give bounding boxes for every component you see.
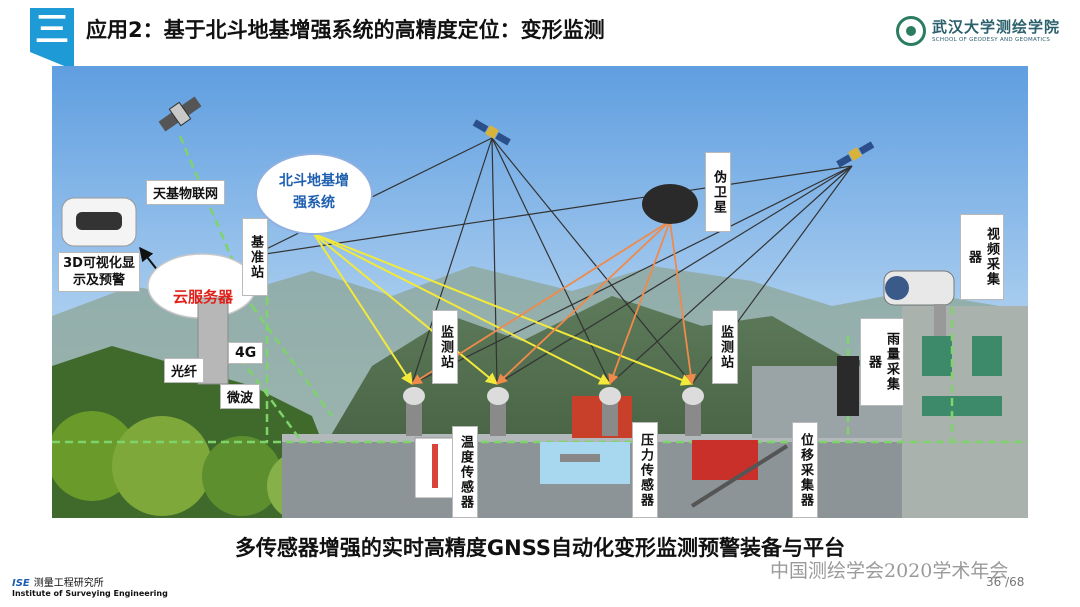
displacement-rod: [690, 444, 789, 508]
university-logo: 武汉大学测绘学院 SCHOOL OF GEODESY AND GEOMATICS: [896, 16, 1066, 50]
augmentation-links: [313, 233, 694, 386]
logo-text-en: SCHOOL OF GEODESY AND GEOMATICS: [932, 37, 1051, 43]
displacement-sensor-icon: [692, 440, 758, 480]
institute-name-en: Institute of Surveying Engineering: [12, 589, 168, 598]
label-temp-sensor: 温度传感器: [452, 426, 478, 518]
ise-logo: ISE: [12, 578, 30, 589]
label-tianji: 天基物联网: [146, 180, 226, 205]
rain-gauge-icon: [837, 356, 859, 416]
label-video: 视频采集器: [960, 214, 1004, 300]
tree: [112, 416, 212, 516]
beidou-cloud-label: 北斗地基增强系统: [279, 173, 349, 211]
building-window: [922, 336, 952, 376]
label-fiber: 光纤: [164, 358, 205, 383]
building-window: [922, 396, 1002, 416]
building-window: [972, 336, 1002, 376]
video-camera-icon: [883, 270, 955, 336]
satellite-links: [251, 137, 853, 385]
sat-link-green: [178, 135, 254, 307]
logo-text-cn: 武汉大学测绘学院: [932, 18, 1061, 36]
vr-lens: [76, 212, 122, 230]
fiber-link-green: [250, 305, 334, 417]
monitoring-diagram: 北斗地基增强系统 云服务器 天基物联网 3D可视化显示及预警 基准站 伪卫星 视…: [52, 66, 1028, 518]
pseudolite-antenna-icon: [642, 184, 698, 224]
label-3d-viz: 3D可视化显示及预警: [58, 252, 140, 292]
conference-watermark: 中国测绘学会2020学术年会: [770, 560, 1009, 582]
pressure-sensor-icon: [540, 442, 630, 484]
thermometer-mercury: [432, 444, 438, 488]
pressure-sensor-probe: [560, 454, 600, 462]
tree: [202, 436, 282, 516]
label-pressure-sensor: 压力传感器: [632, 422, 658, 518]
gnss-antennas: [403, 387, 704, 405]
label-rain: 雨量采集器: [860, 318, 904, 406]
satellite-icon: [836, 141, 875, 168]
server-cloud-label: 云服务器: [172, 288, 233, 306]
diagram-caption: 多传感器增强的实时高精度GNSS自动化变形监测预警装备与平台: [234, 536, 846, 560]
label-4g: 4G: [228, 342, 264, 364]
label-monitor-station: 监测站: [432, 310, 458, 384]
section-badge: 三: [30, 8, 74, 70]
beidou-cloud-icon: [255, 153, 373, 235]
label-microwave: 微波: [220, 384, 261, 409]
label-displacement-sensor: 位移采集器: [792, 422, 818, 518]
label-monitor-station: 监测站: [712, 310, 738, 384]
page-title: 应用2：基于北斗地基增强系统的高精度定位：变形监测: [86, 18, 605, 42]
seal-icon: [896, 16, 926, 46]
label-base-station: 基准站: [242, 218, 268, 296]
label-pseudolite: 伪卫星: [705, 152, 731, 232]
page-number: 36 /68: [986, 575, 1025, 589]
monitor-pillars: [406, 396, 701, 436]
satellite-icon: [158, 96, 202, 132]
satellite-icon: [472, 119, 511, 146]
institute-name-cn: 测量工程研究所: [33, 578, 104, 589]
